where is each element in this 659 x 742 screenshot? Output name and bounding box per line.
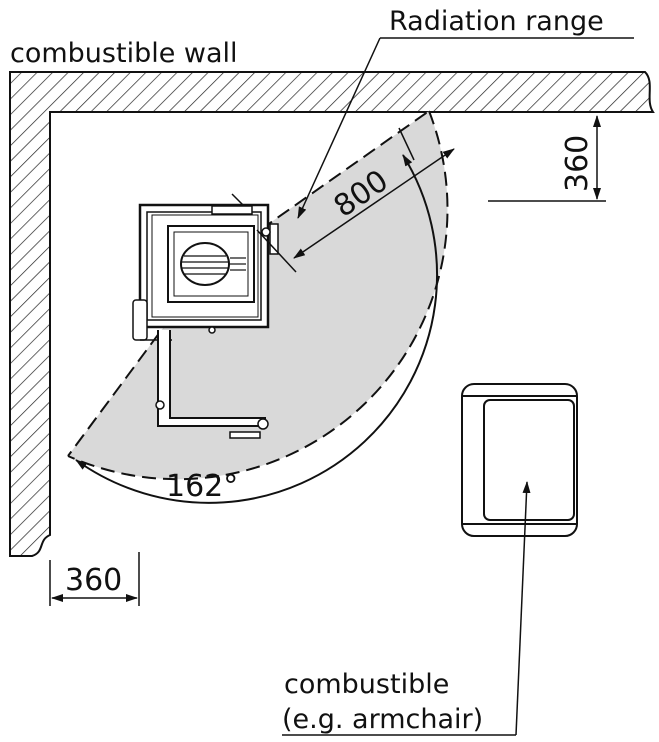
angle-value: 162° xyxy=(166,469,238,504)
dimension-top: 360 xyxy=(488,115,606,202)
radiation-range-leader: Radiation range xyxy=(297,6,634,219)
left-distance-value: 360 xyxy=(65,563,122,598)
dimension-left: 360 xyxy=(49,552,140,606)
wall-label: combustible wall xyxy=(10,38,238,69)
combustible-wall xyxy=(9,71,655,557)
radiation-range-label: Radiation range xyxy=(389,6,604,37)
stove xyxy=(132,193,279,439)
armchair xyxy=(461,383,578,537)
combustible-leader: combustible (e.g. armchair) xyxy=(282,481,531,736)
combustible-label: combustible xyxy=(284,669,449,700)
combustible-example-label: (e.g. armchair) xyxy=(282,704,483,735)
top-distance-value: 360 xyxy=(560,135,595,192)
